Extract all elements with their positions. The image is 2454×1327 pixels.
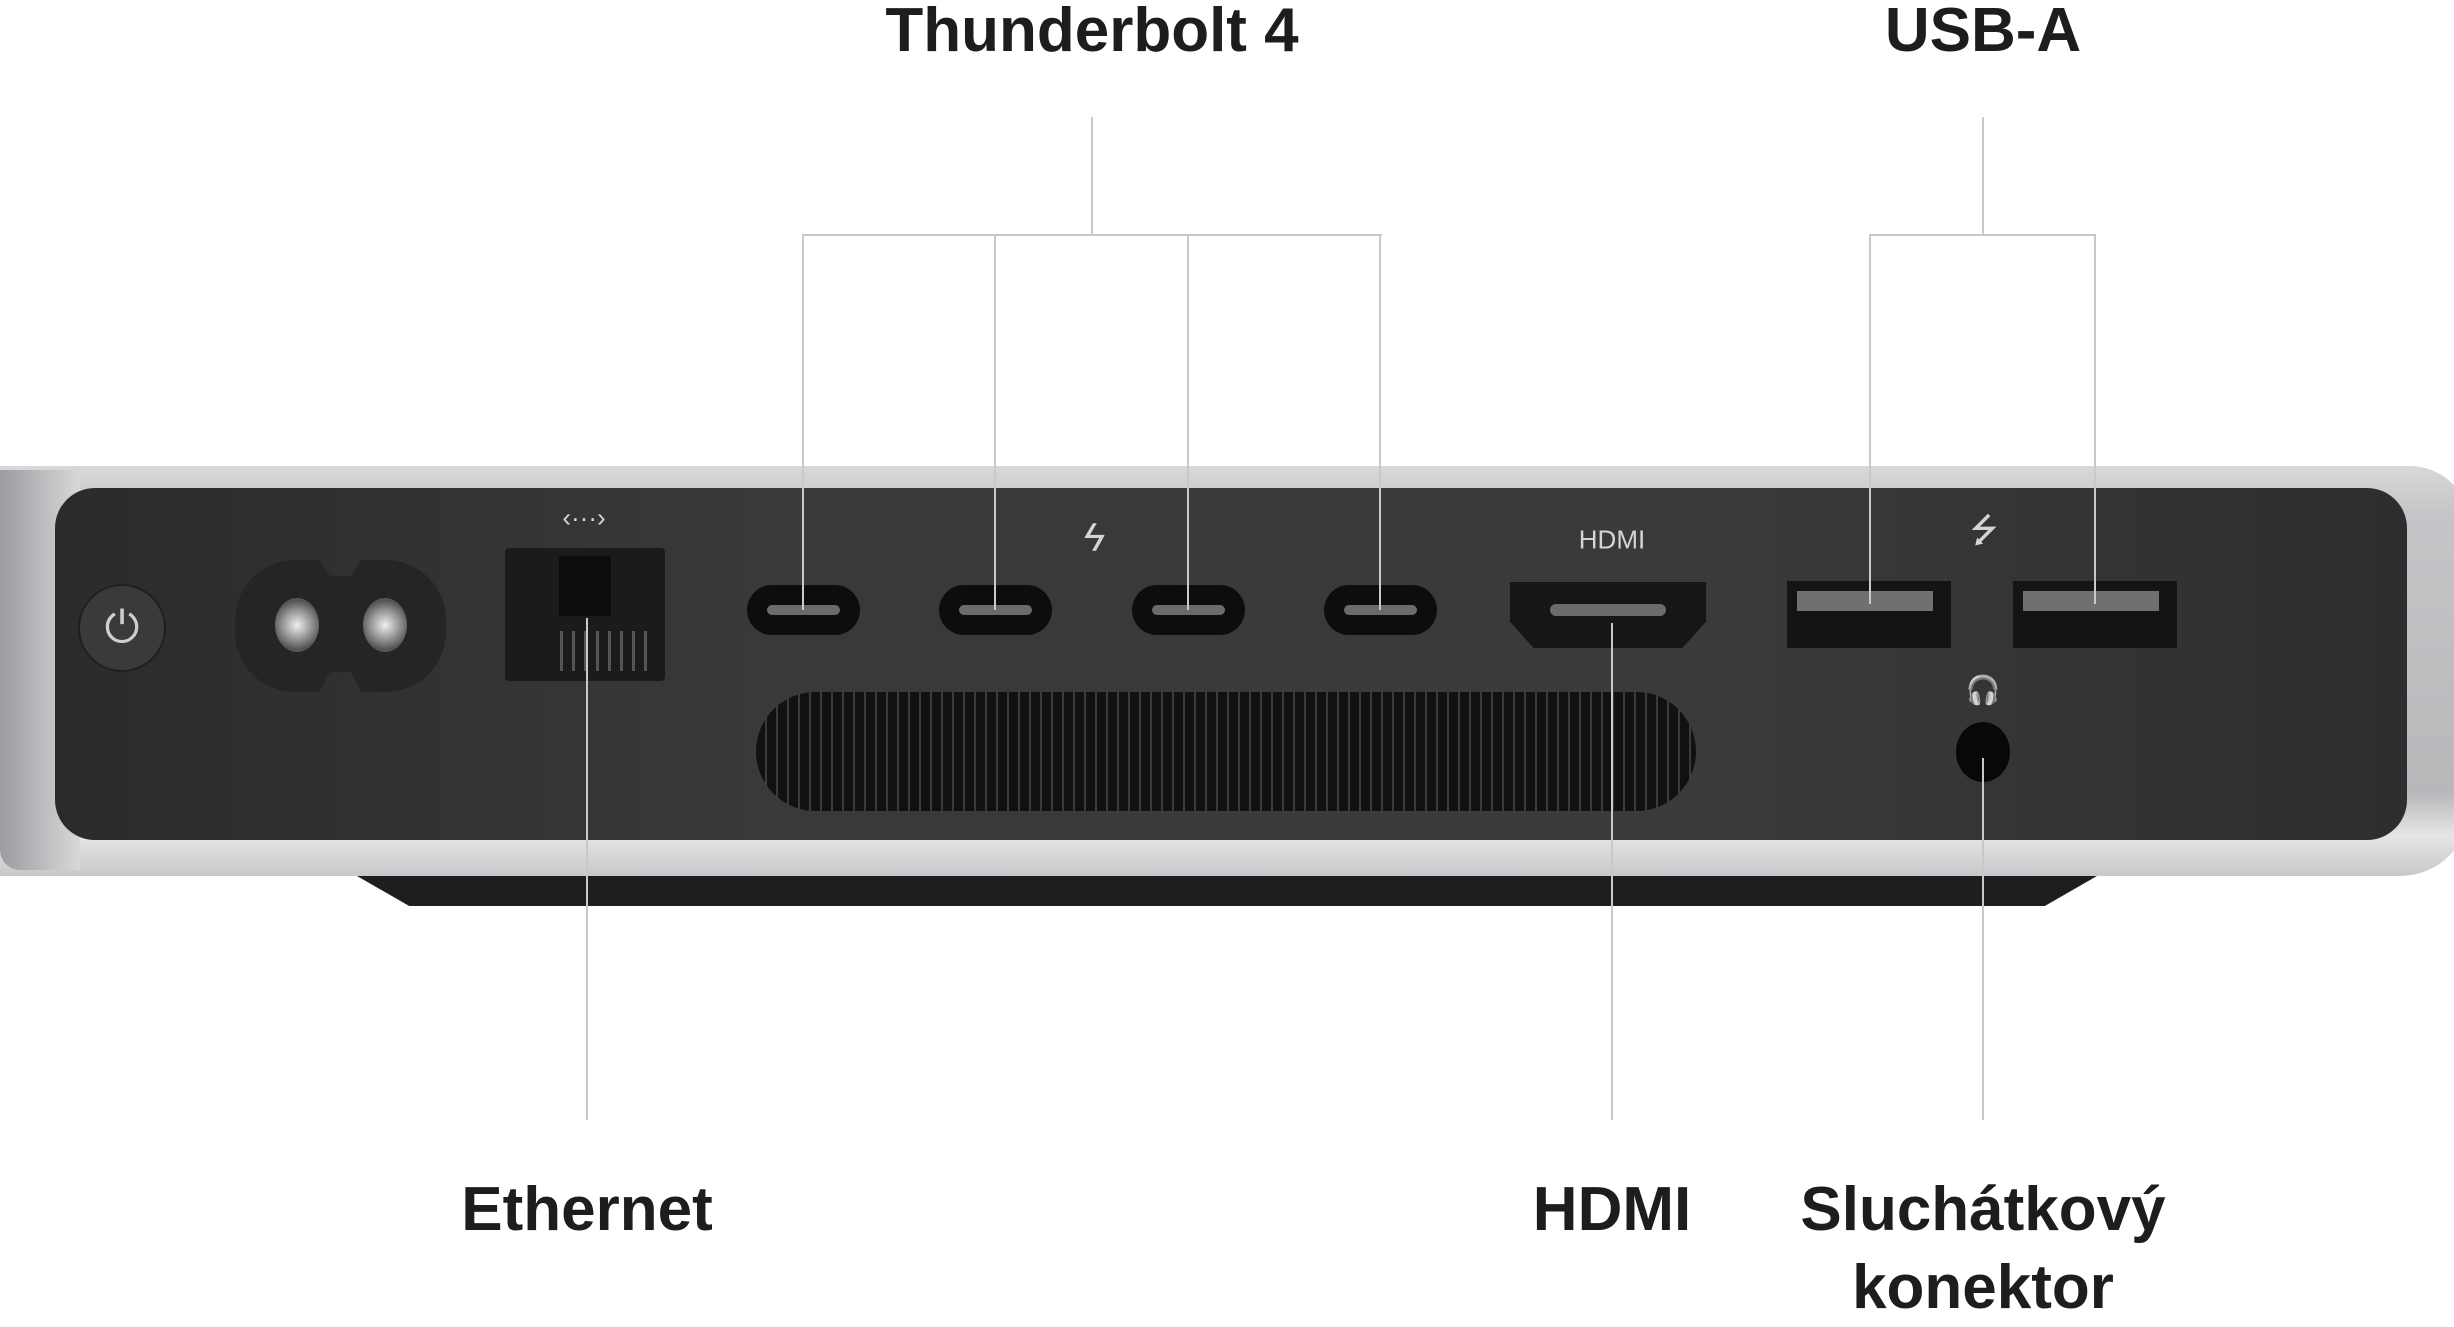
- power-pin: [363, 598, 407, 652]
- hdmi-leader: [1611, 623, 1613, 1120]
- headphones-icon: 🎧: [1965, 674, 2001, 706]
- thunderbolt-leader-1: [802, 234, 804, 610]
- thunderbolt-leader-bar: [802, 234, 1382, 236]
- hdmi-print: HDMI: [1578, 524, 1646, 555]
- ethernet-leader: [586, 618, 588, 1120]
- thunderbolt-label: Thunderbolt 4: [885, 0, 1299, 65]
- thunderbolt-leader-4: [1379, 234, 1381, 610]
- thunderbolt-leader-trunk: [1091, 117, 1093, 235]
- usb-leader-2: [2094, 234, 2096, 604]
- ethernet-port: [505, 548, 665, 681]
- air-vent: [756, 692, 1696, 811]
- ethernet-label: Ethernet: [461, 1175, 713, 1244]
- headphone-label-line2: konektor: [1852, 1253, 2114, 1322]
- power-pin: [275, 598, 319, 652]
- usb-icon: ⭍: [1969, 511, 1999, 550]
- power-button[interactable]: ⏻: [78, 584, 166, 672]
- headphone-leader: [1982, 758, 1984, 1120]
- thunderbolt-leader-2: [994, 234, 996, 610]
- usb-leader-trunk: [1982, 117, 1984, 235]
- ethernet-icon: ‹···›: [562, 502, 606, 533]
- hdmi-port: [1510, 582, 1706, 648]
- usb-leader-1: [1869, 234, 1871, 604]
- usb-a-label: USB-A: [1884, 0, 2082, 65]
- headphone-label-line1: Sluchátkový: [1800, 1175, 2166, 1244]
- hdmi-label: HDMI: [1532, 1175, 1692, 1244]
- power-icon: ⏻: [104, 603, 140, 652]
- device-foot: [357, 876, 2097, 906]
- thunderbolt-leader-3: [1187, 234, 1189, 610]
- usb-leader-bar: [1869, 234, 2096, 236]
- power-inlet: [235, 560, 446, 692]
- thunderbolt-icon: ϟ: [1083, 515, 1105, 560]
